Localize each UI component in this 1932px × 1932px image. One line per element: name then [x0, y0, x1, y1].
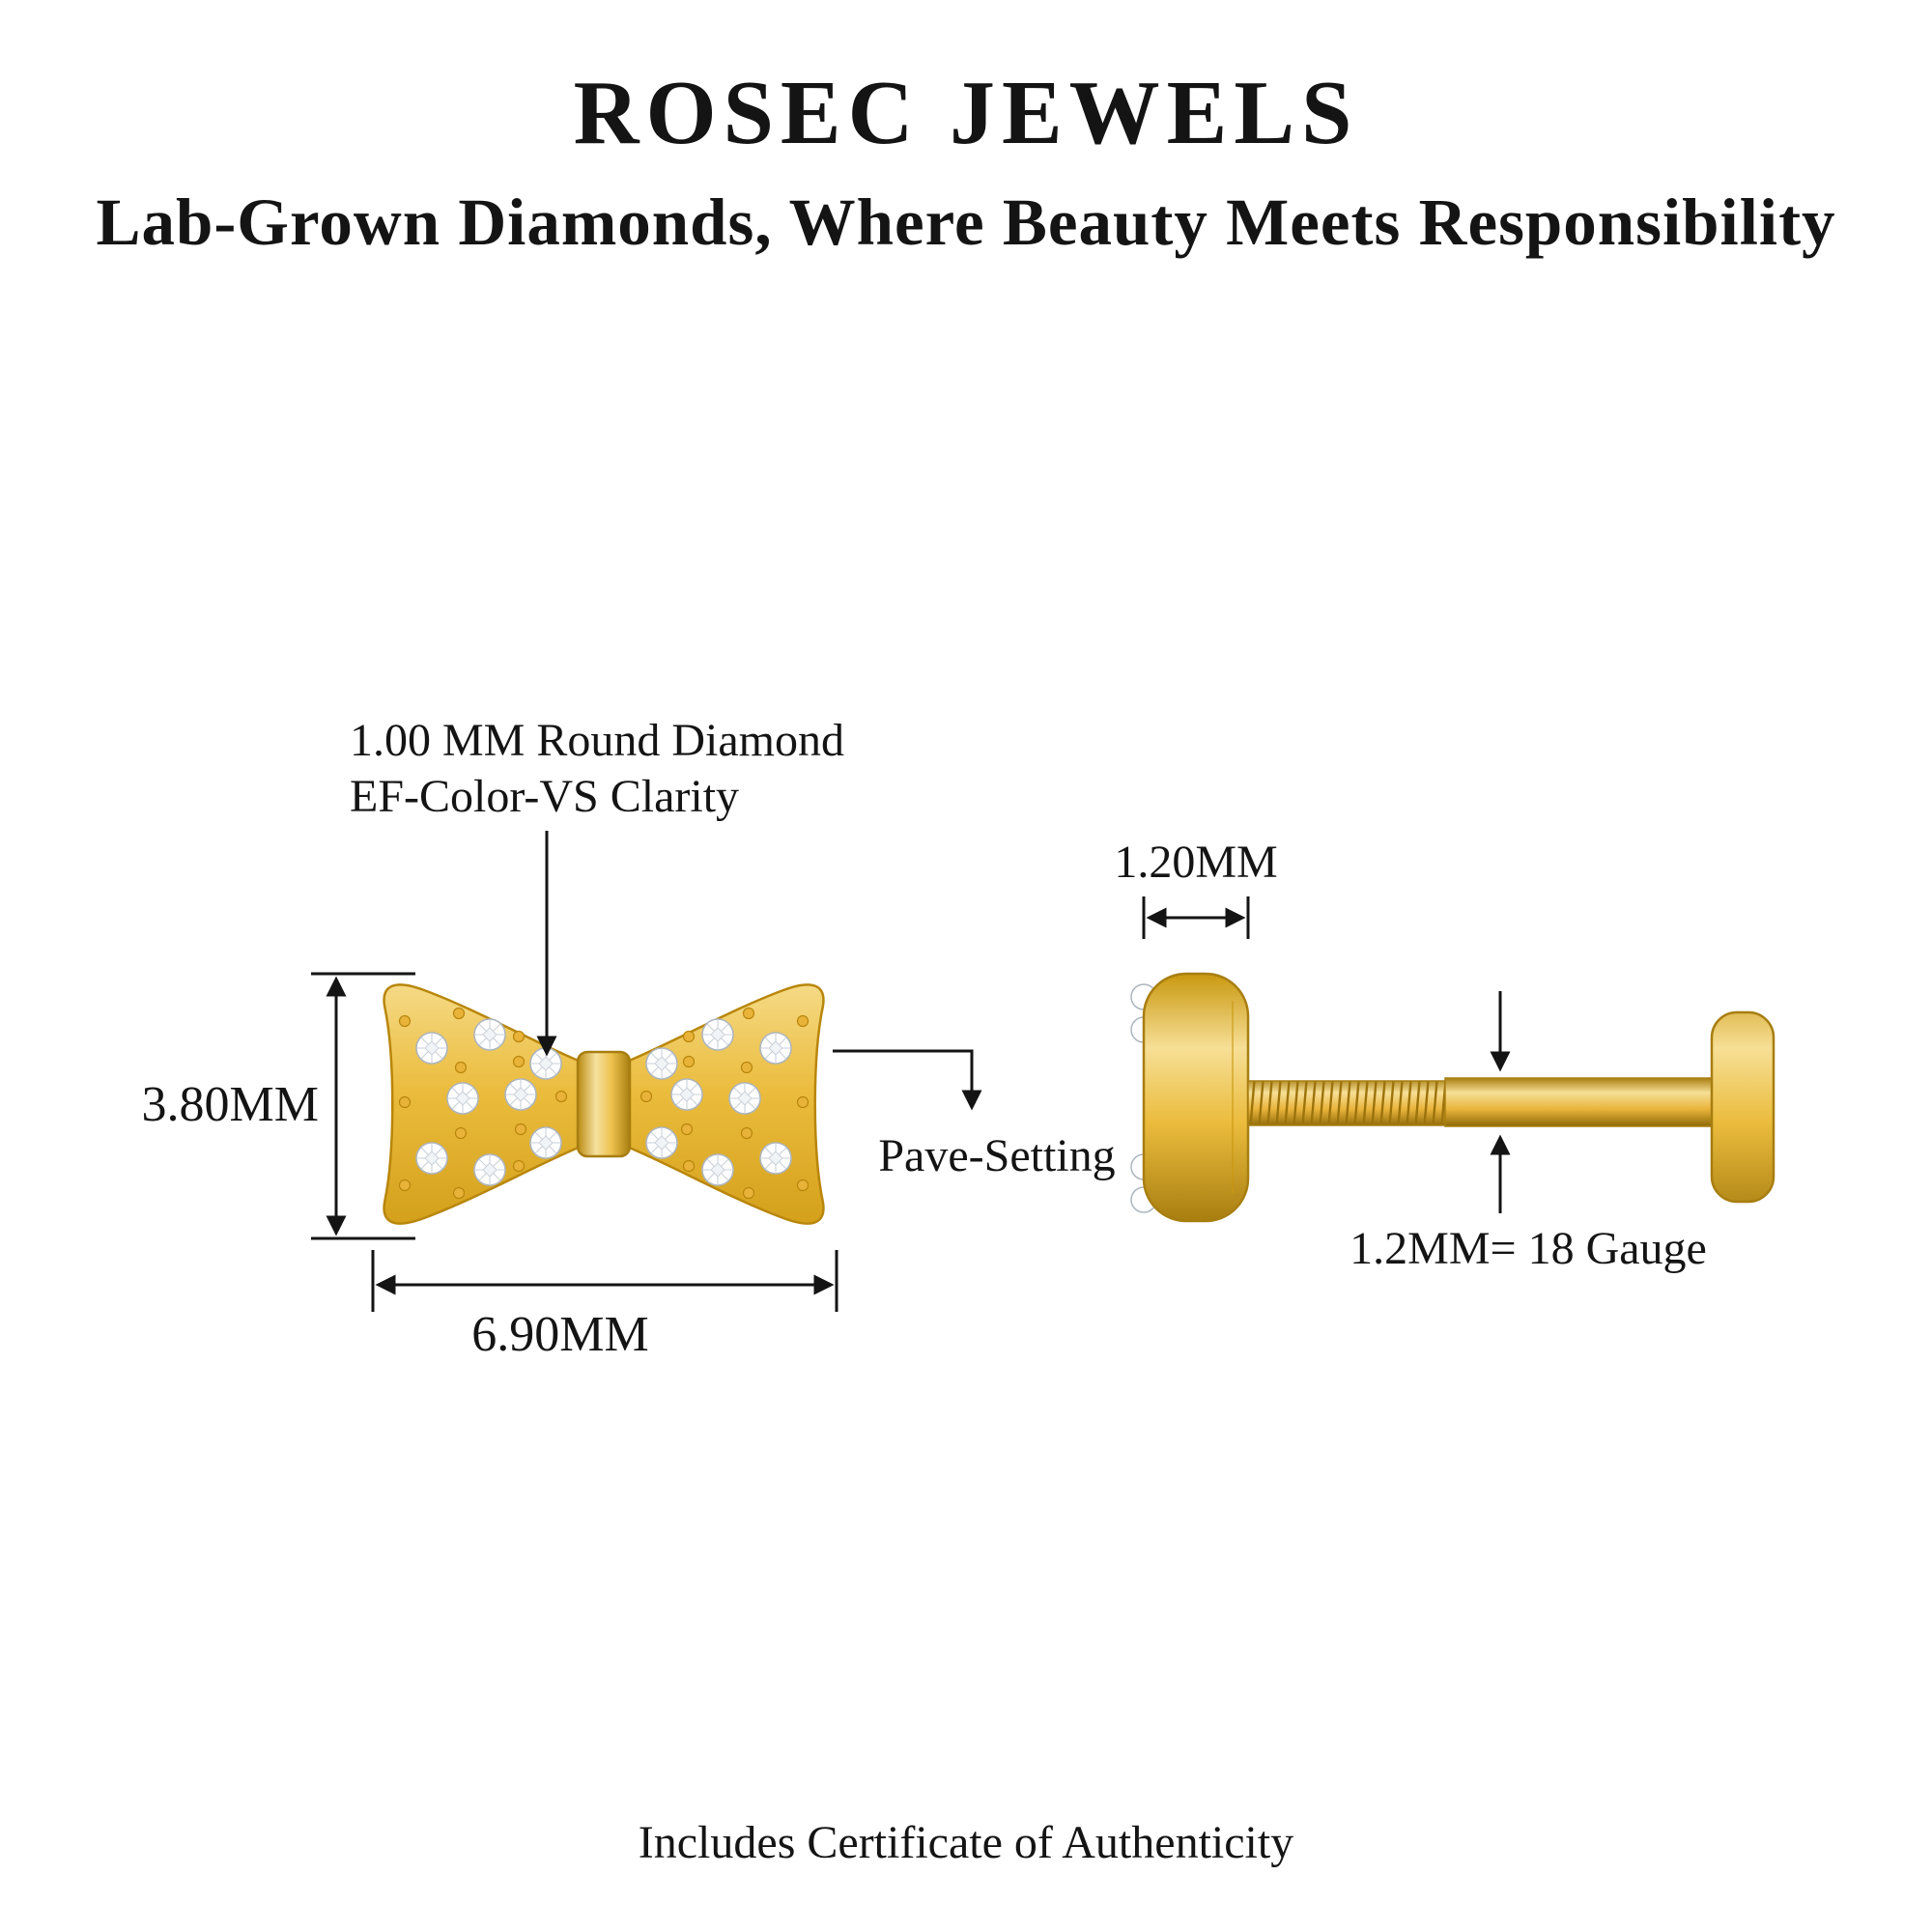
- brand-title: ROSEC JEWELS: [573, 63, 1359, 163]
- stone-annotation-line1: 1.00 MM Round Diamond: [350, 715, 844, 766]
- side-view-labret-bar: [1444, 1077, 1715, 1127]
- certificate-note: Includes Certificate of Authenticity: [638, 1817, 1294, 1868]
- gauge-dimension-label: 1.2MM= 18 Gauge: [1350, 1223, 1707, 1274]
- width-dimension-label: 6.90MM: [471, 1307, 648, 1362]
- pave-setting-leader-arrow: [833, 1049, 982, 1111]
- width-dimension-arrow: [371, 1250, 838, 1312]
- height-dimension-label: 3.80MM: [142, 1077, 319, 1132]
- bow-earring-front-view: [384, 984, 824, 1223]
- stone-annotation-line2: EF-Color-VS Clarity: [350, 771, 739, 822]
- pave-setting-label: Pave-Setting: [878, 1130, 1115, 1181]
- side-view-back-disc: [1710, 1010, 1776, 1204]
- side-view-threaded-post: [1247, 1080, 1446, 1126]
- earring-side-view: [1130, 972, 1776, 1223]
- height-dimension-arrow: [311, 972, 415, 1240]
- bow-center-knot: [576, 1050, 632, 1158]
- head-width-dimension-arrow: [1142, 896, 1250, 939]
- head-width-dimension-label: 1.20MM: [1114, 837, 1277, 888]
- tagline: Lab-Grown Diamonds, Where Beauty Meets R…: [96, 185, 1836, 259]
